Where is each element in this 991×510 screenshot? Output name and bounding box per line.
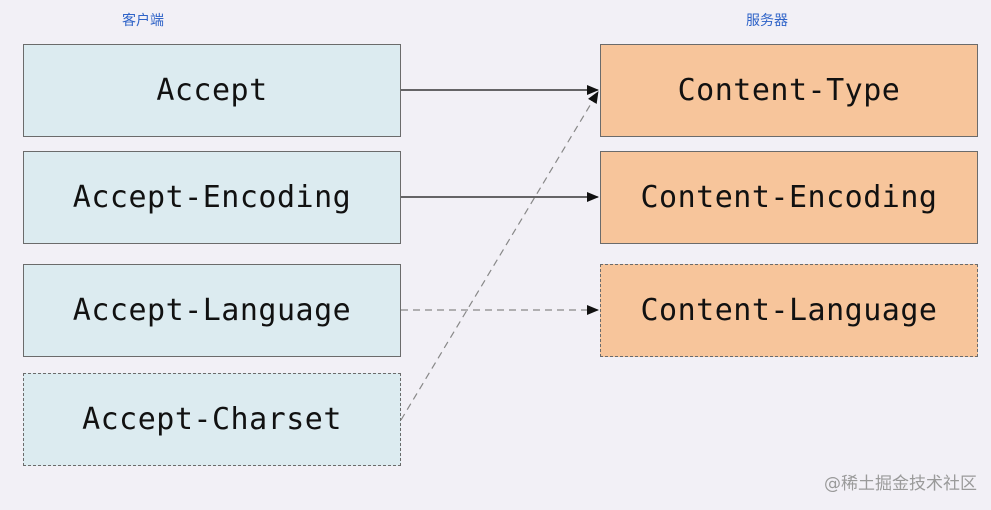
server-box-label: Content-Language [640,293,938,328]
client-header: 客户端 [122,13,164,29]
connector-accept-charset-to-content-type [400,91,599,421]
client-box-accept-encoding: Accept-Encoding [23,151,401,244]
server-header: 服务器 [746,13,788,29]
client-box-accept-charset: Accept-Charset [23,373,401,466]
client-box-label: Accept-Encoding [72,180,352,215]
server-box-content-type: Content-Type [600,44,978,137]
server-box-content-language: Content-Language [600,264,978,357]
server-box-label: Content-Type [677,73,901,108]
client-box-accept: Accept [23,44,401,137]
client-box-label: Accept-Charset [82,402,342,437]
client-box-label: Accept [156,73,268,108]
server-box-label: Content-Encoding [640,180,938,215]
watermark: @稀土掘金技术社区 [824,474,977,494]
client-box-label: Accept-Language [72,293,352,328]
server-box-content-encoding: Content-Encoding [600,151,978,244]
client-box-accept-language: Accept-Language [23,264,401,357]
